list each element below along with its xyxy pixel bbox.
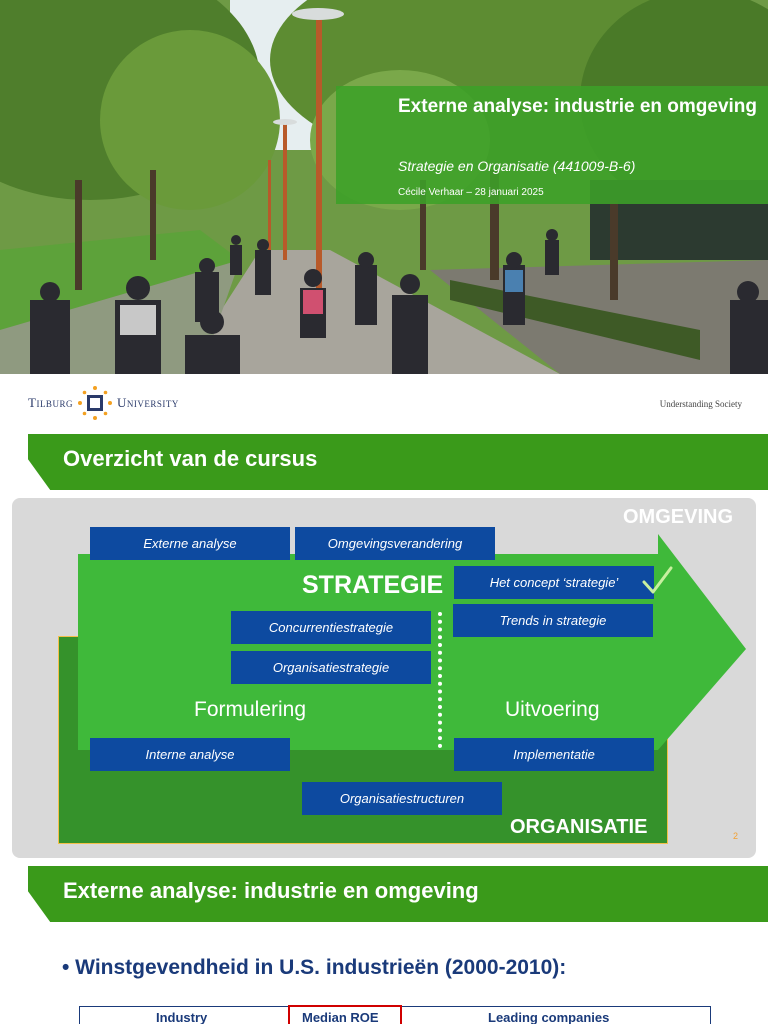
table-header-leading-companies: Leading companies	[488, 1010, 610, 1024]
label-organisatie: ORGANISATIE	[510, 816, 648, 838]
box-organisatiestructuren: Organisatiestructuren	[302, 782, 502, 815]
slide-title: Externe analyse: industrie en omgeving	[63, 878, 479, 903]
highlight-box	[288, 1005, 402, 1024]
presentation-title: Externe analyse: industrie en omgeving	[398, 96, 757, 117]
box-trends-in-strategie: Trends in strategie	[453, 604, 653, 637]
label-uitvoering: Uitvoering	[505, 698, 600, 721]
label-formulering: Formulering	[194, 698, 307, 721]
header-band	[28, 866, 768, 922]
checkmark-icon	[642, 566, 673, 594]
box-interne-analyse: Interne analyse	[90, 738, 290, 771]
author-date: Cécile Verhaar – 28 januari 2025	[398, 187, 544, 198]
title-panel: Externe analyse: industrie en omgeving S…	[336, 86, 768, 204]
campus-photo: Externe analyse: industrie en omgeving S…	[0, 0, 768, 374]
box-omgevingsverandering: Omgevingsverandering	[295, 527, 495, 560]
logo-bar: Tilburg University Understanding Society	[0, 374, 768, 432]
box-organisatiestrategie: Organisatiestrategie	[231, 651, 431, 684]
university-seal-icon	[77, 386, 112, 420]
label-strategie: STRATEGIE	[302, 571, 444, 599]
table-header-industry: Industry	[156, 1010, 208, 1024]
slide-title: Overzicht van de cursus	[63, 446, 318, 471]
course-overview-slide: Overzicht van de cursus OMGEVING ORGANIS…	[0, 432, 768, 864]
page-number: 2	[733, 831, 739, 841]
title-slide: Externe analyse: industrie en omgeving S…	[0, 0, 768, 432]
box-externe-analyse: Externe analyse	[90, 527, 290, 560]
table-header-median-roe: Median ROE	[302, 1010, 379, 1024]
box-concurrentiestrategie: Concurrentiestrategie	[231, 611, 431, 644]
logo-text-right: University	[116, 395, 179, 410]
label-omgeving: OMGEVING	[623, 506, 734, 528]
external-analysis-slide: Externe analyse: industrie en omgeving •…	[0, 864, 768, 1024]
bullet-point: • Winstgevendheid in U.S. industrieën (2…	[62, 956, 567, 979]
course-subtitle: Strategie en Organisatie (441009-B-6)	[398, 158, 636, 174]
box-concept-strategie: Het concept ‘strategie’	[454, 566, 654, 599]
dotted-divider	[438, 612, 442, 748]
header-band	[28, 434, 768, 490]
university-logo: Tilburg University	[28, 386, 179, 420]
box-implementatie: Implementatie	[454, 738, 654, 771]
logo-text-left: Tilburg	[28, 395, 73, 410]
tagline: Understanding Society	[659, 399, 742, 409]
